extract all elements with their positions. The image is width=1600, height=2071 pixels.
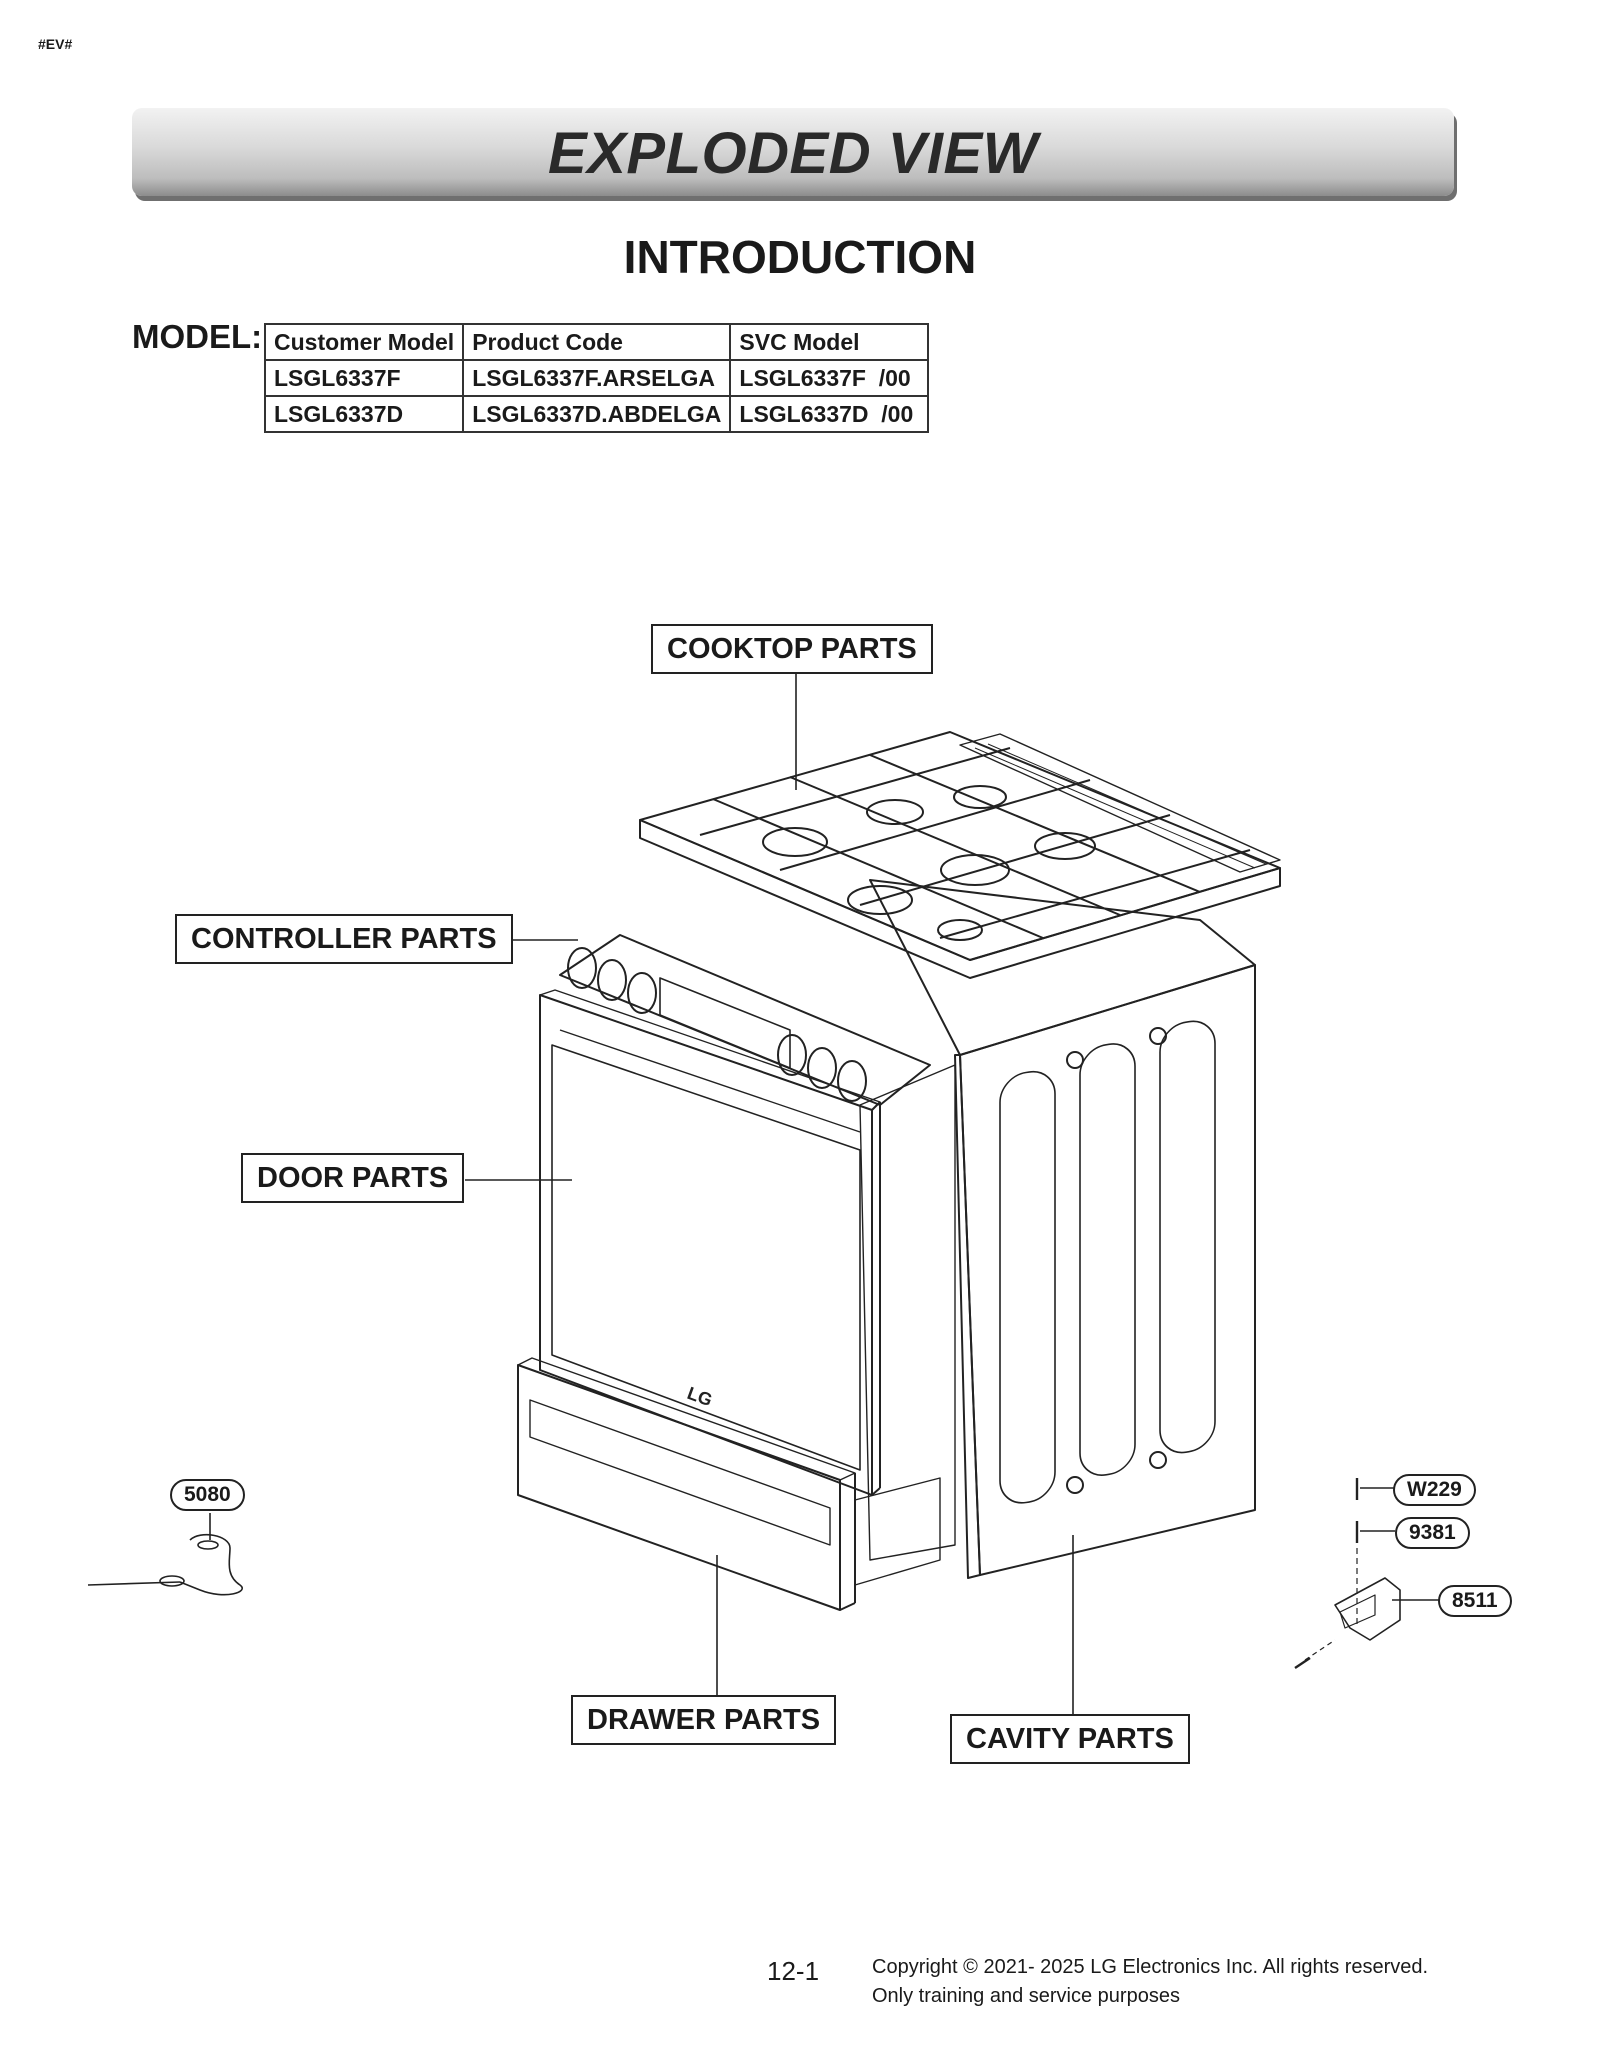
banner-title: EXPLODED VIEW	[548, 121, 1038, 186]
control-panel	[559, 934, 931, 1106]
oven-door: LG	[539, 989, 881, 1496]
callout-controller-parts[interactable]: CONTROLLER PARTS	[175, 914, 513, 964]
copyright-notice: Copyright © 2021- 2025 LG Electronics In…	[872, 1953, 1428, 2011]
copyright-line: Copyright © 2021- 2025 LG Electronics In…	[872, 1956, 1429, 1978]
table-row: LSGL6337F LSGL6337F.ARSELGA LSGL6337F /0…	[263, 359, 930, 397]
bracket-hardware	[1294, 1478, 1440, 1669]
usage-note: Only training and service purposes	[872, 1985, 1180, 2007]
cooktop-grates	[639, 731, 1281, 979]
table-cell: LSGL6337F /00	[729, 359, 930, 397]
table-header-row: Customer Model Product Code SVC Model	[263, 323, 930, 361]
model-table: Customer Model Product Code SVC Model LS…	[263, 323, 930, 433]
part-number-bracket[interactable]: 8511	[1438, 1585, 1512, 1617]
table-row: LSGL6337D LSGL6337D.ABDELGA LSGL6337D /0…	[263, 395, 930, 433]
table-cell: LSGL6337D	[263, 395, 465, 433]
table-cell: LSGL6337D.ABDELGA	[462, 395, 732, 433]
part-number-screw-mid[interactable]: 9381	[1395, 1517, 1470, 1549]
page-number: 12-1	[767, 1956, 820, 1986]
column-header: Product Code	[462, 323, 732, 361]
model-label: MODEL:	[132, 318, 263, 355]
part-number-probe[interactable]: 5080	[170, 1479, 245, 1511]
column-header: SVC Model	[729, 323, 930, 361]
table-cell: LSGL6337F	[263, 359, 465, 397]
part-number-screw-top[interactable]: W229	[1393, 1474, 1476, 1506]
storage-drawer	[517, 1357, 941, 1611]
table-cell: LSGL6337D /00	[729, 395, 930, 433]
page-title: INTRODUCTION	[623, 231, 977, 283]
column-header: Customer Model	[263, 323, 465, 361]
callout-cavity-parts[interactable]: CAVITY PARTS	[950, 1714, 1190, 1764]
callout-door-parts[interactable]: DOOR PARTS	[241, 1153, 465, 1203]
oven-cavity	[859, 879, 1256, 1579]
callout-drawer-parts[interactable]: DRAWER PARTS	[571, 1695, 837, 1745]
meat-probe	[87, 1513, 243, 1596]
callout-cooktop-parts[interactable]: COOKTOP PARTS	[651, 624, 933, 674]
leader-lines	[465, 670, 1074, 1714]
section-banner: EXPLODED VIEW	[132, 108, 1454, 196]
document-tag: #EV#	[38, 36, 73, 52]
table-cell: LSGL6337F.ARSELGA	[462, 359, 732, 397]
